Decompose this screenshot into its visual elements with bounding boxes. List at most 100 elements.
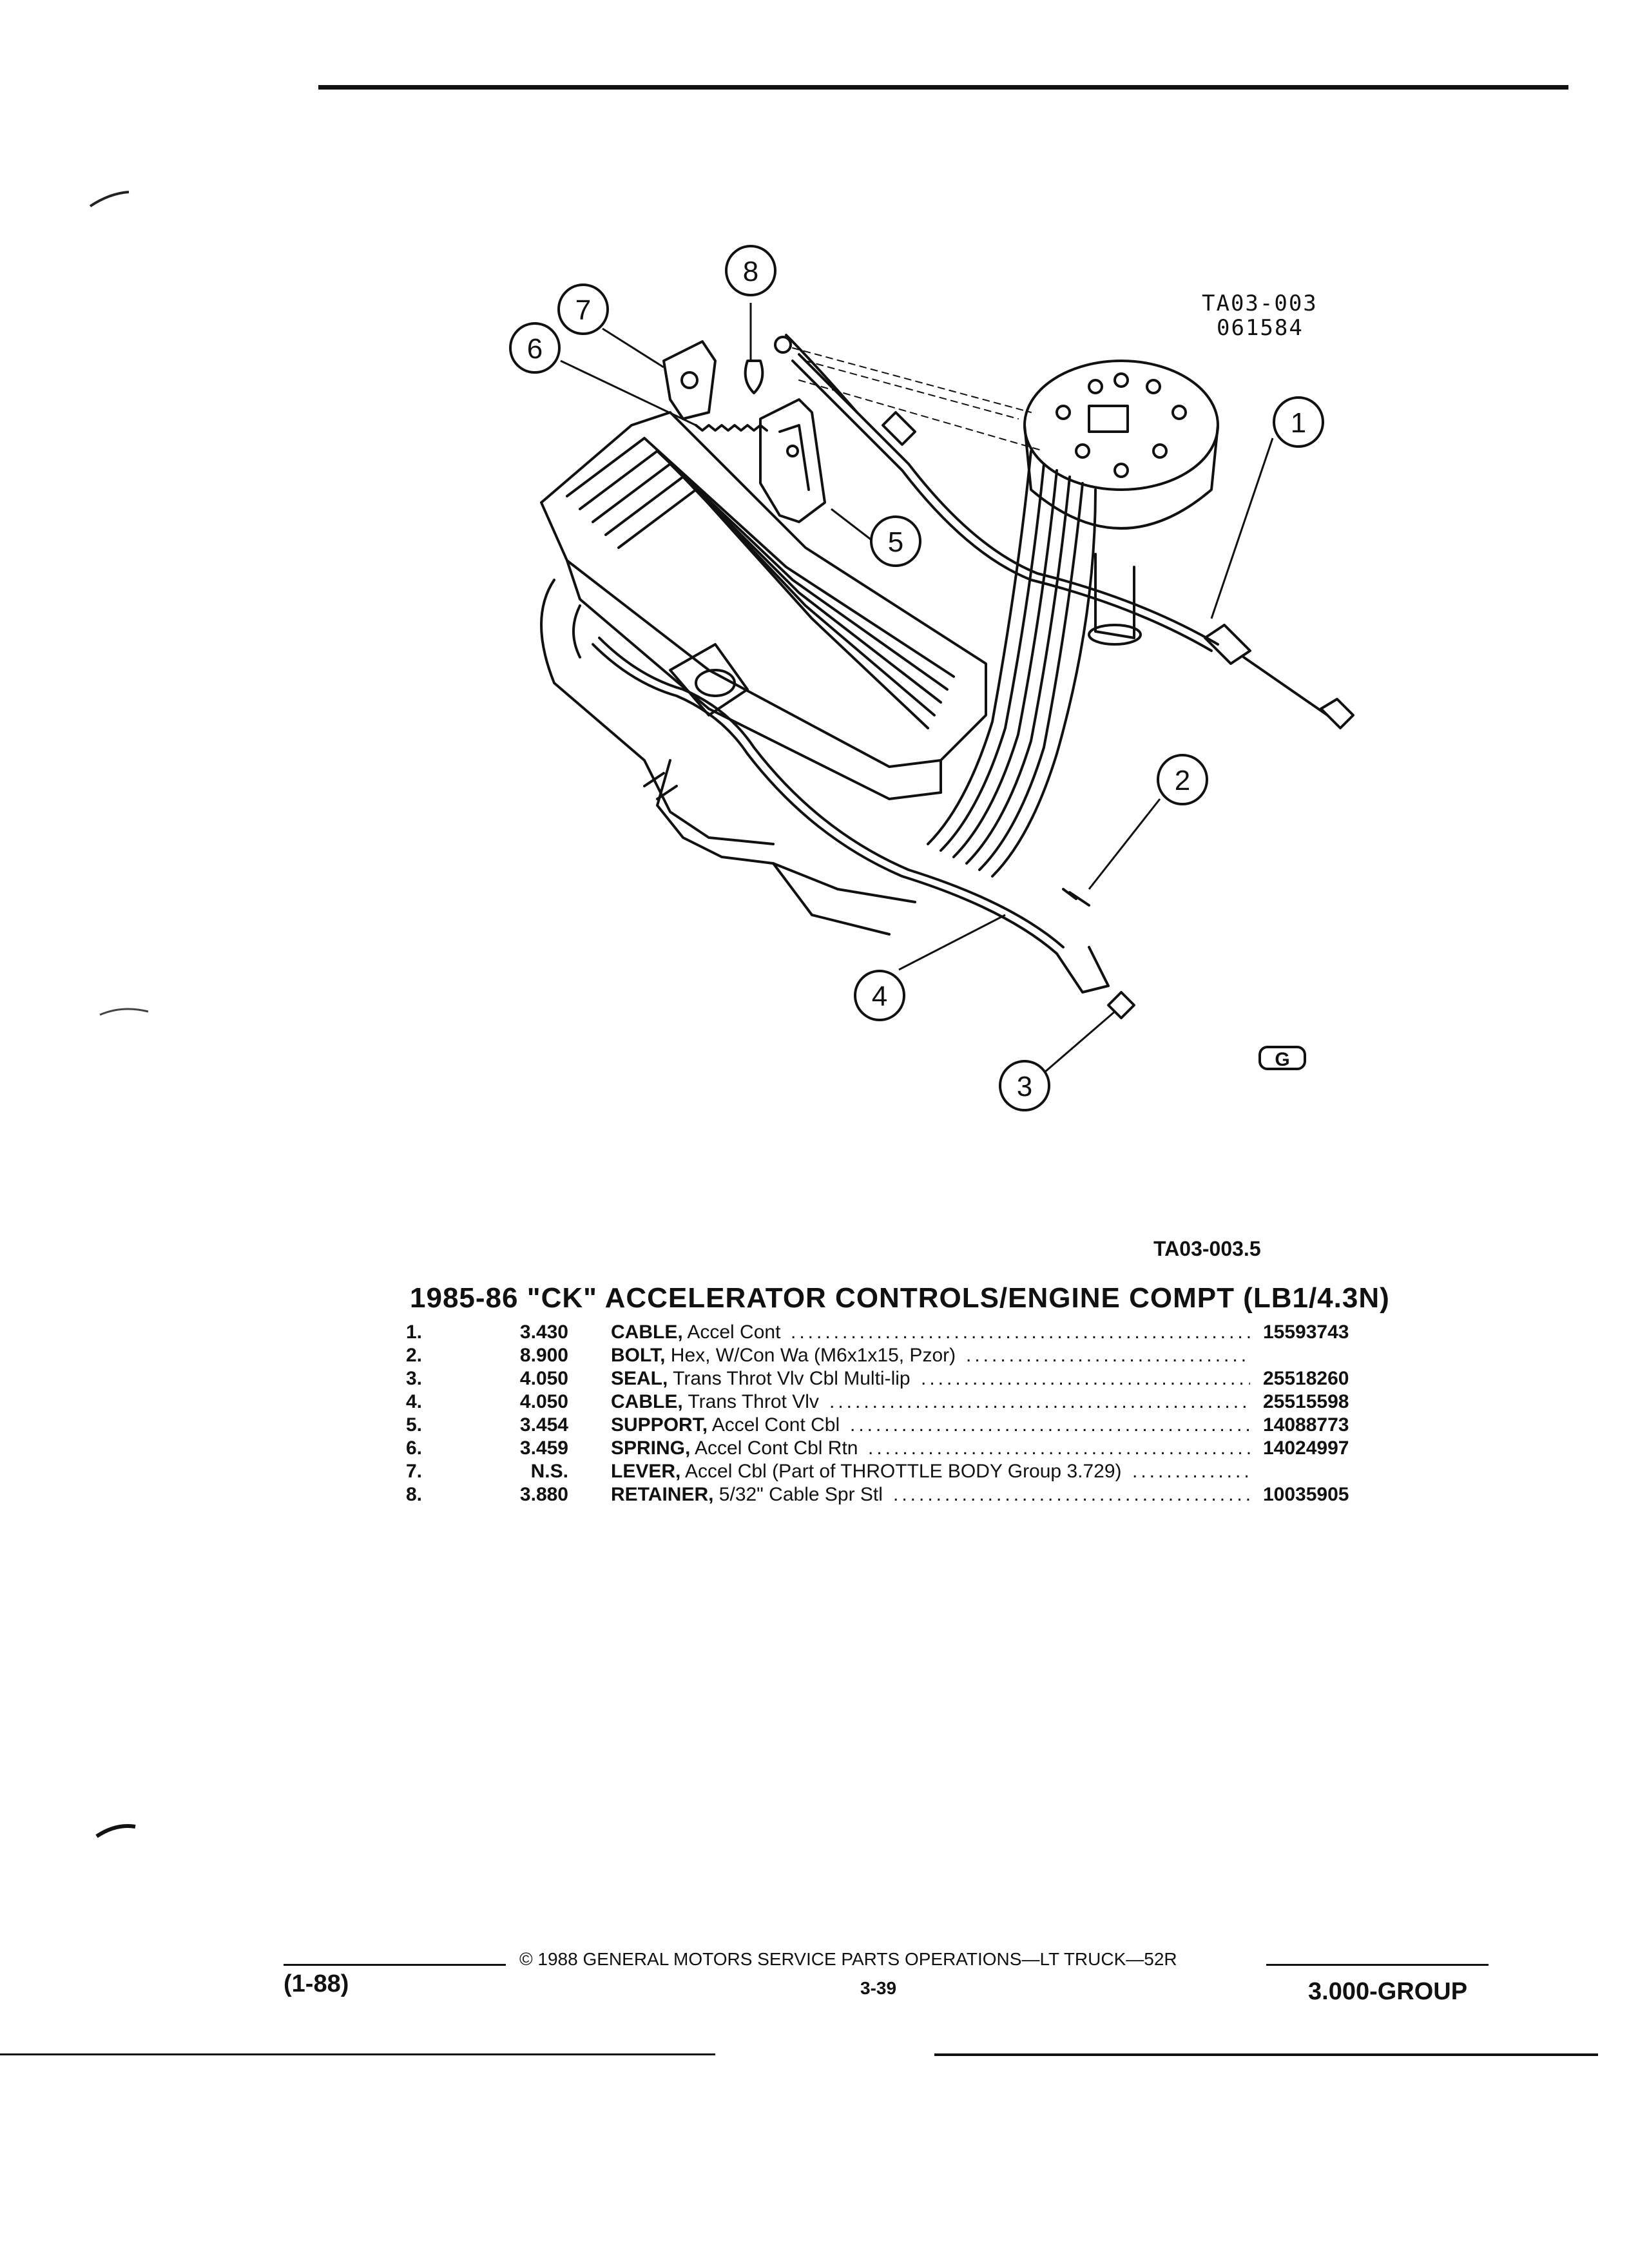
group-number: 4.050 — [519, 1391, 568, 1412]
seal-drawing — [1107, 991, 1135, 1019]
distributor-drawing — [1023, 360, 1219, 646]
group-number: 3.454 — [519, 1414, 568, 1436]
part-detail: Trans Throt Vlv Cbl Multi-lip — [673, 1368, 911, 1389]
parts-row: 7. N.S. LEVER, Accel Cbl (Part of THROTTLE… — [406, 1460, 1405, 1483]
group-number: 3.459 — [519, 1437, 568, 1459]
group-number: N.S. — [530, 1461, 568, 1482]
part-description: SEAL, Trans Throt Vlv Cbl Multi-lip — [611, 1367, 911, 1390]
part-number: 14024997 — [1263, 1437, 1349, 1459]
parts-row: 8. 3.880 RETAINER, 5/32" Cable Spr Stl 1003… — [406, 1483, 1405, 1506]
spring-drawing — [695, 424, 768, 432]
page-title: 1985-86 "CK" ACCELERATOR CONTROLS/ENGINE… — [410, 1282, 1390, 1314]
footer-rule-right — [1266, 1964, 1489, 1966]
bottom-rule-left — [0, 2053, 715, 2055]
figure-reference: TA03-003.5 — [1153, 1237, 1261, 1260]
footer-revision: (1-88) — [284, 1970, 349, 1997]
leader-dots: ........................................… — [791, 1321, 1250, 1343]
item-number: 6. — [406, 1437, 423, 1459]
part-name: SEAL, — [611, 1368, 668, 1389]
part-number: 25515598 — [1263, 1391, 1349, 1412]
part-name: RETAINER, — [611, 1484, 714, 1505]
group-number: 4.050 — [519, 1368, 568, 1389]
item-number: 2. — [406, 1345, 423, 1366]
trans-cable-drawing — [592, 637, 1110, 994]
parts-row: 2. 8.900 BOLT, Hex, W/Con Wa (M6x1x15, Pzo… — [406, 1344, 1405, 1367]
part-description: LEVER, Accel Cbl (Part of THROTTLE BODY … — [611, 1460, 1122, 1483]
engine-block-drawing — [540, 579, 916, 936]
callout-5: 5 — [888, 526, 903, 558]
part-number: 10035905 — [1263, 1484, 1349, 1505]
leader-dots: ........................................… — [893, 1484, 1250, 1505]
footer-rule-left — [284, 1964, 506, 1966]
part-name: SPRING, — [611, 1437, 691, 1459]
part-description: CABLE, Trans Throt Vlv — [611, 1390, 819, 1414]
parts-row: 5. 3.454 SUPPORT, Accel Cont Cbl 14088773..… — [406, 1414, 1405, 1437]
callout-7: 7 — [575, 294, 591, 326]
parts-row: 4. 4.050 CABLE, Trans Throt Vlv 25515598...… — [406, 1390, 1405, 1414]
item-number: 7. — [406, 1461, 423, 1482]
callout-8: 8 — [743, 256, 758, 287]
leader-dots: ........................................… — [921, 1368, 1250, 1389]
callout-3: 3 — [1017, 1071, 1032, 1102]
part-name: LEVER, — [611, 1461, 681, 1482]
item-number: 1. — [406, 1321, 423, 1343]
leader-dots: ........................................… — [868, 1437, 1250, 1459]
group-number: 8.900 — [519, 1345, 568, 1366]
part-detail: Accel Cont Cbl Rtn — [695, 1437, 858, 1459]
valve-cover-drawing — [540, 411, 987, 800]
group-number: 3.430 — [519, 1321, 568, 1343]
svg-text:G: G — [1275, 1049, 1289, 1070]
part-description: RETAINER, 5/32" Cable Spr Stl — [611, 1483, 883, 1506]
part-detail: Accel Cbl (Part of THROTTLE BODY Group 3… — [685, 1461, 1122, 1482]
parts-row: 1. 3.430 CABLE, Accel Cont 15593743........… — [406, 1321, 1405, 1344]
diagram-code: TA03-003 — [1202, 291, 1318, 316]
part-number: 25518260 — [1263, 1368, 1349, 1389]
leader-dots: ........................................… — [850, 1414, 1250, 1436]
part-detail: Accel Cont — [687, 1321, 781, 1343]
plug-wires-drawing — [927, 450, 1097, 878]
gm-logo: G — [1258, 1046, 1306, 1070]
footer-copyright: © 1988 GENERAL MOTORS SERVICE PARTS OPER… — [519, 1949, 1177, 1969]
callout-1: 1 — [1291, 407, 1306, 439]
part-name: BOLT, — [611, 1345, 666, 1366]
part-name: CABLE, — [611, 1321, 683, 1343]
part-detail: Accel Cont Cbl — [711, 1414, 840, 1436]
footer-group: 3.000-GROUP — [1308, 1978, 1468, 2005]
leader-dots: ........................................… — [1132, 1461, 1250, 1482]
bolt-drawing — [1062, 888, 1090, 907]
item-number: 5. — [406, 1414, 423, 1436]
part-description: SPRING, Accel Cont Cbl Rtn — [611, 1437, 858, 1460]
footer-page-number: 3-39 — [860, 1978, 897, 1998]
callout-2: 2 — [1175, 765, 1190, 796]
part-name: SUPPORT, — [611, 1414, 708, 1436]
part-name: CABLE, — [611, 1391, 683, 1412]
part-number: 14088773 — [1263, 1414, 1349, 1436]
item-number: 3. — [406, 1368, 423, 1389]
support-bracket-drawing — [759, 398, 826, 523]
part-detail: Hex, W/Con Wa (M6x1x15, Pzor) — [670, 1345, 956, 1366]
part-number: 15593743 — [1263, 1321, 1349, 1343]
part-description: SUPPORT, Accel Cont Cbl — [611, 1414, 840, 1437]
lever-drawing — [662, 340, 717, 420]
part-description: CABLE, Accel Cont — [611, 1321, 780, 1344]
leader-dots: ........................................… — [966, 1345, 1250, 1366]
parts-row: 3. 4.050 SEAL, Trans Throt Vlv Cbl Multi-l… — [406, 1367, 1405, 1390]
exploded-parts-diagram: 1 2 3 4 5 6 7 8 G — [509, 245, 1354, 1111]
item-number: 4. — [406, 1391, 423, 1412]
part-detail: 5/32" Cable Spr Stl — [718, 1484, 883, 1505]
bottom-rule-right — [934, 2053, 1598, 2056]
callout-6: 6 — [527, 333, 543, 365]
retainer-drawing — [744, 360, 764, 394]
item-number: 8. — [406, 1484, 423, 1505]
parts-row: 6. 3.459 SPRING, Accel Cont Cbl Rtn 1402499… — [406, 1437, 1405, 1460]
top-rule — [318, 85, 1568, 90]
leader-dots: ........................................… — [829, 1391, 1250, 1412]
diagram-date-code: 061584 — [1217, 315, 1304, 341]
callout-4: 4 — [872, 981, 887, 1012]
accel-cable-drawing — [774, 334, 1354, 729]
part-detail: Trans Throt Vlv — [688, 1391, 819, 1412]
part-description: BOLT, Hex, W/Con Wa (M6x1x15, Pzor) — [611, 1344, 956, 1367]
group-number: 3.880 — [519, 1484, 568, 1505]
